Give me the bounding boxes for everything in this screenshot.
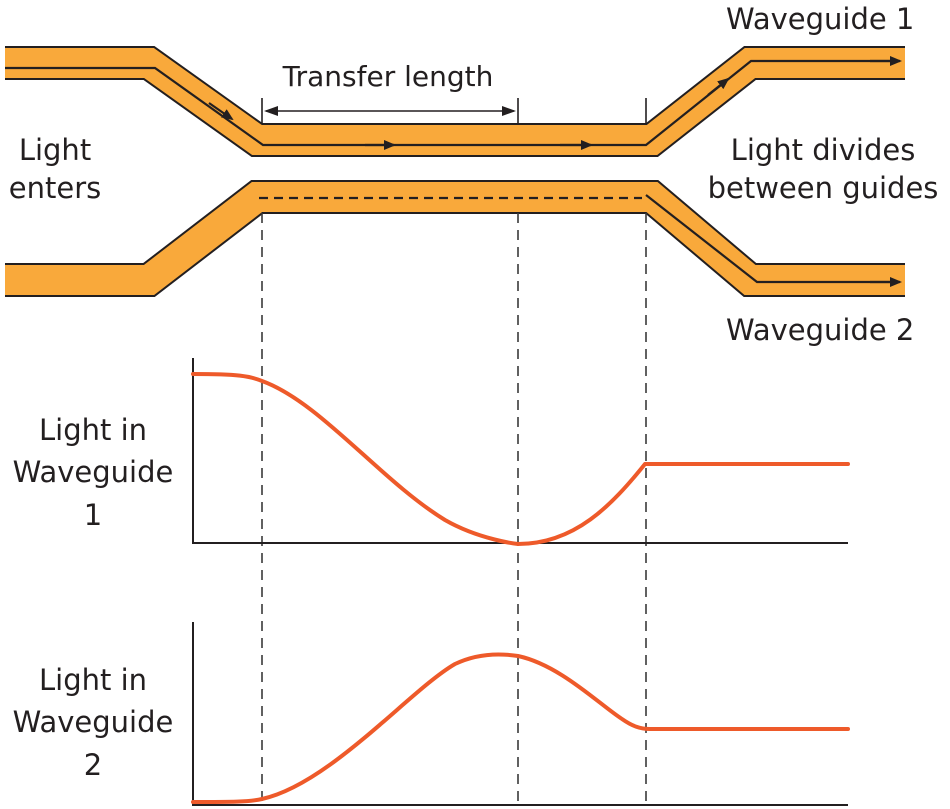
waveguide-2-label: Waveguide 2 bbox=[726, 313, 914, 347]
light-path-waveguide-2 bbox=[645, 194, 897, 284]
light-divides-label: between guides bbox=[708, 171, 939, 205]
waveguide-1-label: Waveguide 1 bbox=[726, 2, 914, 36]
plot-1-y-label: Waveguide bbox=[13, 455, 174, 489]
arrow-icon bbox=[208, 102, 234, 121]
plot-2-y-label: 2 bbox=[84, 748, 102, 782]
plot-2-y-label: Light in bbox=[39, 663, 147, 697]
light-enters-label: Light bbox=[19, 133, 91, 167]
plot-1-y-label: 1 bbox=[84, 498, 102, 532]
waveguide-2-fill bbox=[5, 182, 905, 295]
light-path-waveguide-1 bbox=[5, 59, 897, 147]
plot-2-y-label: Waveguide bbox=[13, 705, 174, 739]
waveguide-1-fill bbox=[5, 48, 905, 155]
plot-2-light-curve bbox=[191, 652, 850, 804]
arrow-icon bbox=[502, 106, 516, 116]
arrow-icon bbox=[264, 106, 278, 116]
light-enters-label: enters bbox=[9, 171, 101, 205]
plot-1-light-curve bbox=[191, 372, 850, 546]
plot-1-y-label: Light in bbox=[39, 413, 147, 447]
light-divides-label: Light divides bbox=[731, 133, 916, 167]
arrow-icon bbox=[707, 77, 730, 96]
transfer-length-label: Transfer length bbox=[282, 60, 494, 93]
